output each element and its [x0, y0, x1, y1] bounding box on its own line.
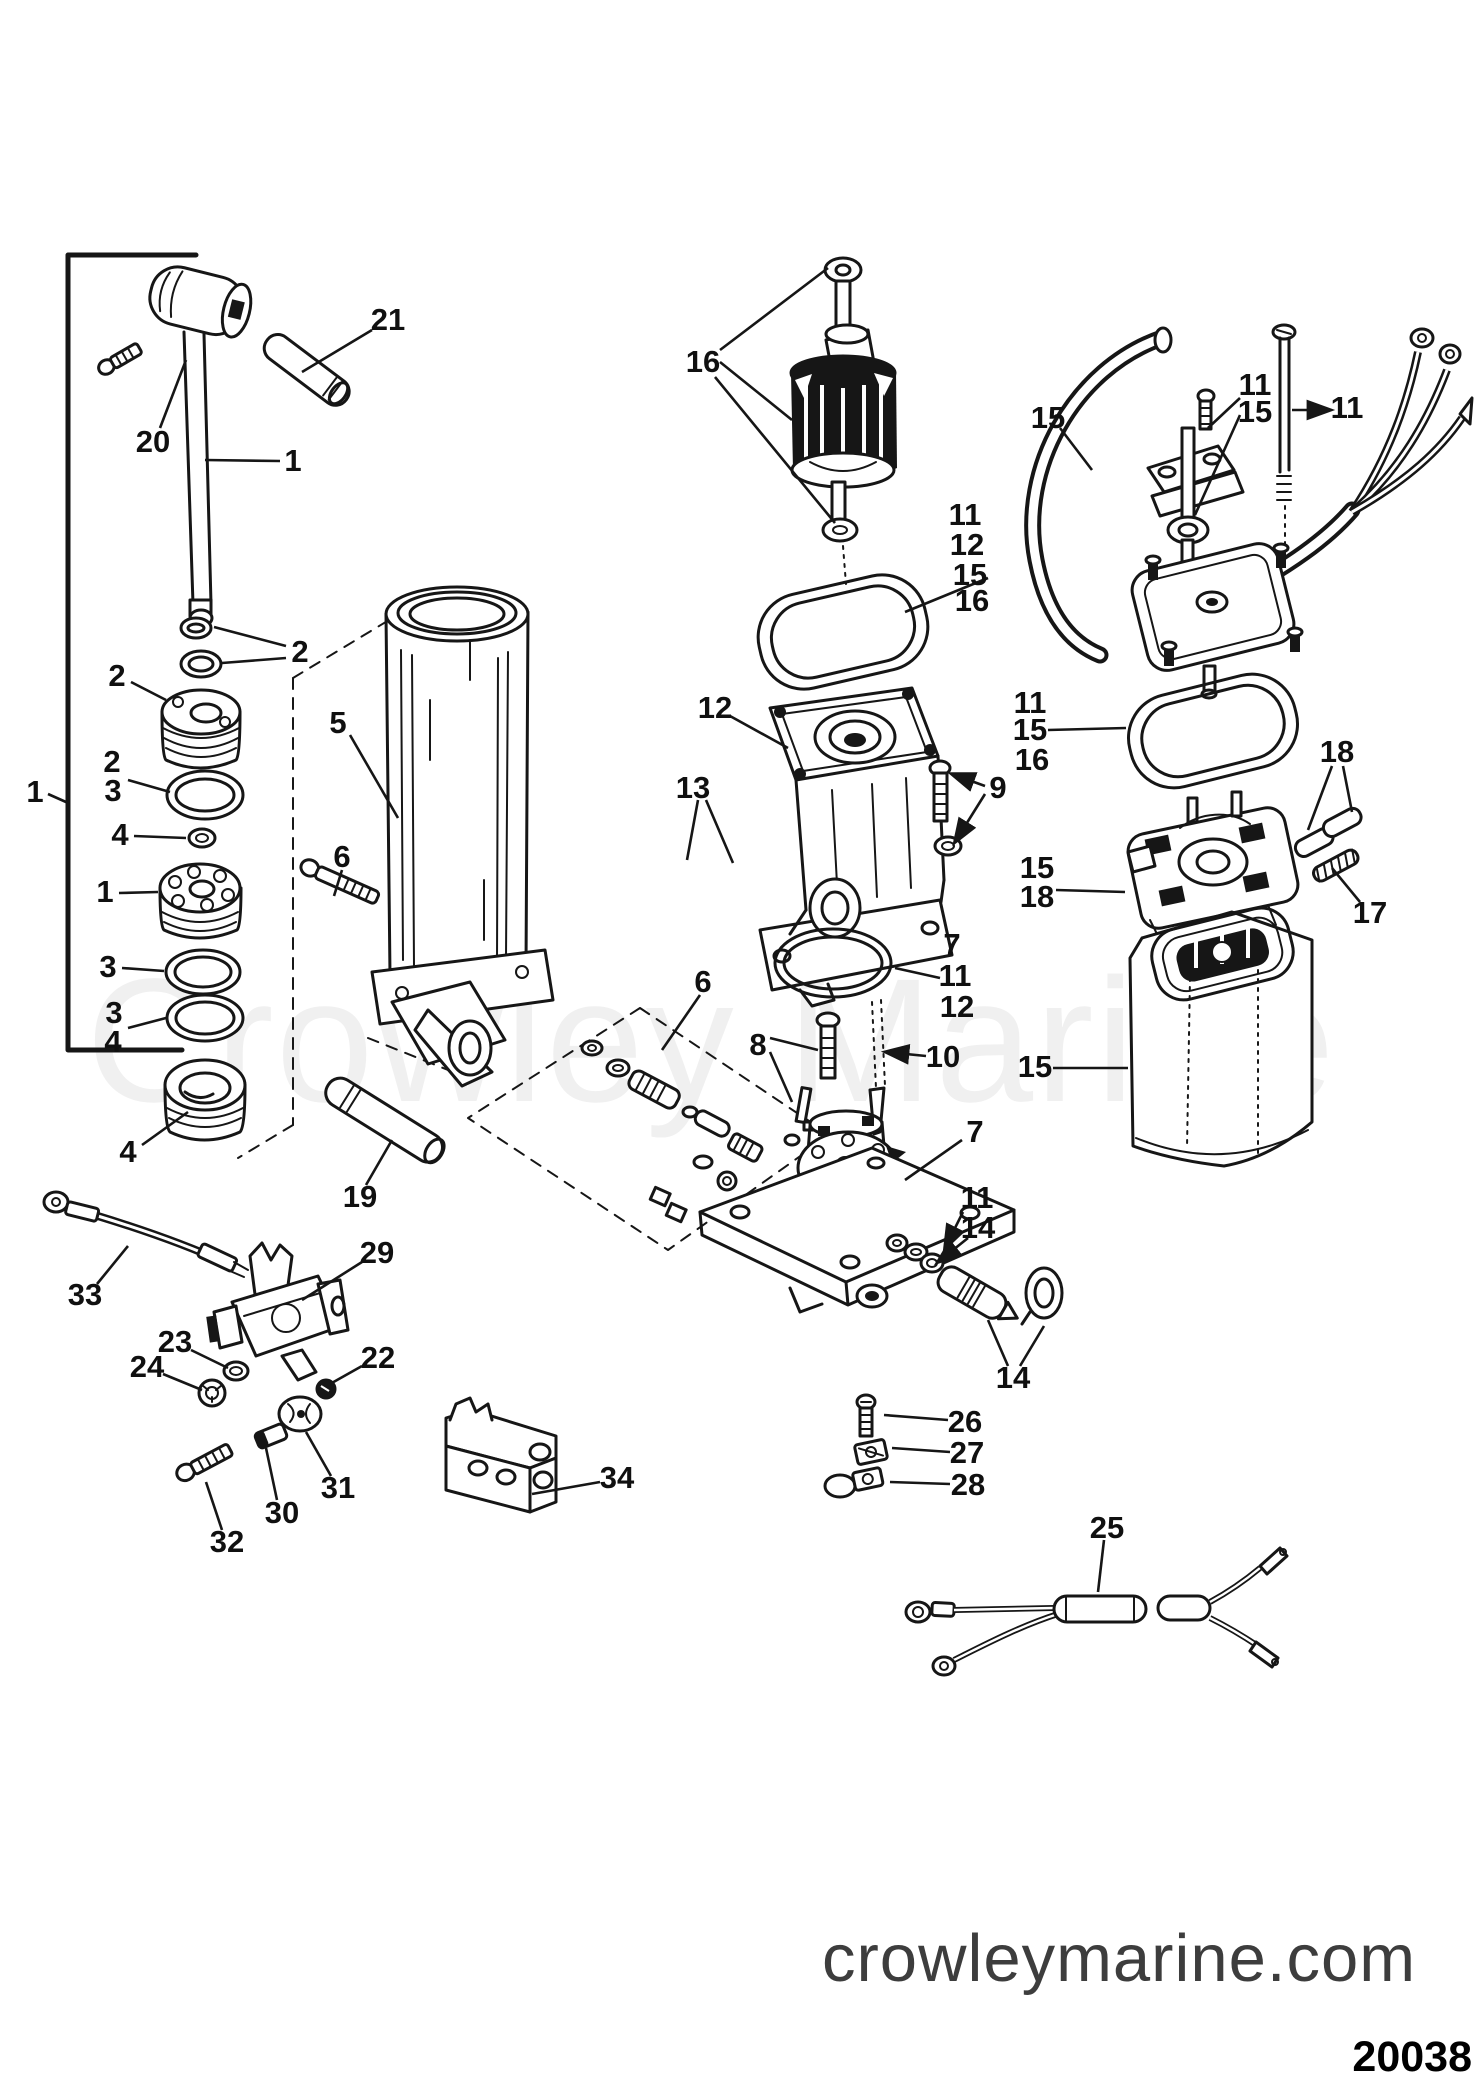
brush-spring-17 — [1312, 848, 1360, 883]
cap-31 — [277, 1395, 323, 1433]
part-label-18-44: 18 — [1019, 879, 1055, 914]
brushes-18 — [1293, 806, 1363, 859]
part-label-32-54: 32 — [209, 1524, 245, 1559]
oring-square-pump — [756, 573, 930, 691]
motor-can-15 — [1128, 906, 1314, 1168]
part-label-12-28: 12 — [939, 989, 975, 1024]
part-label-15-36: 15 — [1237, 394, 1273, 429]
piston-rod — [148, 265, 253, 628]
part-label-33-47: 33 — [67, 1277, 103, 1312]
part-label-12-19: 12 — [949, 527, 985, 562]
part-label-11-37: 11 — [1330, 390, 1364, 425]
part-label-7-31: 7 — [966, 1114, 984, 1149]
doc-number: 20038 — [1352, 2033, 1472, 2075]
part-label-15-20: 15 — [952, 557, 988, 592]
part-label-2-5: 2 — [103, 744, 121, 779]
part-label-16-40: 16 — [1014, 742, 1050, 777]
part-label-11-35: 11 — [1238, 367, 1272, 402]
part-label-15-34: 15 — [1030, 400, 1066, 435]
ground-wire-33 — [42, 1190, 249, 1278]
part-label-13-23: 13 — [675, 770, 711, 805]
part-label-1-8: 1 — [26, 774, 44, 809]
part-label-24-50: 24 — [129, 1349, 165, 1384]
part-label-4-7: 4 — [111, 817, 129, 852]
part-label-6-25: 6 — [694, 964, 712, 999]
leader-lines — [47, 266, 1362, 1593]
part-label-23-49: 23 — [157, 1324, 193, 1359]
part-label-15-43: 15 — [1019, 850, 1055, 885]
part-label-6-15: 6 — [333, 839, 351, 874]
valve-kit-6 — [467, 1007, 831, 1251]
part-label-14-33: 14 — [960, 1210, 996, 1245]
part-label-2-4: 2 — [108, 658, 126, 693]
check-valve-14 — [885, 1233, 1064, 1326]
part-label-29-48: 29 — [359, 1235, 395, 1270]
part-label-16-21: 16 — [954, 583, 990, 618]
washer-23 — [222, 1360, 250, 1382]
part-label-10-30: 10 — [925, 1039, 961, 1074]
part-label-16-17: 16 — [685, 344, 721, 379]
motor-head-15 — [1024, 323, 1474, 700]
cover-studs — [1144, 542, 1304, 666]
pivot-pin-19 — [324, 1076, 446, 1165]
part-label-1-9: 1 — [96, 874, 114, 909]
clamp-28 — [823, 1466, 885, 1499]
part-label-5-14: 5 — [329, 705, 347, 740]
part-label-8-29: 8 — [749, 1027, 767, 1062]
seal-stack — [158, 616, 247, 1142]
part-label-15-39: 15 — [1012, 712, 1048, 747]
part-label-25-59: 25 — [1089, 1510, 1125, 1545]
rod-bolt-20 — [97, 342, 143, 376]
screw-26 — [855, 1393, 877, 1438]
part-label-18-41: 18 — [1319, 734, 1355, 769]
part-label-21-1: 21 — [370, 302, 406, 337]
plug-30 — [253, 1422, 289, 1450]
part-label-31-52: 31 — [320, 1470, 356, 1505]
part-label-27-57: 27 — [949, 1435, 985, 1470]
cylinder-5 — [370, 585, 555, 1088]
part-label-11-38: 11 — [1013, 685, 1047, 720]
clip-27 — [853, 1438, 889, 1466]
part-label-11-18: 11 — [948, 497, 982, 532]
oring-manifold — [773, 927, 893, 999]
part-label-26-56: 26 — [947, 1404, 983, 1439]
part-label-14-46: 14 — [995, 1360, 1031, 1395]
wire-harness-25 — [904, 1546, 1289, 1677]
part-label-11-32: 11 — [960, 1180, 994, 1215]
bracket-item1 — [65, 252, 199, 1053]
part-label-30-53: 30 — [264, 1495, 300, 1530]
part-label-9-24: 9 — [989, 770, 1007, 805]
part-label-15-45: 15 — [1017, 1049, 1053, 1084]
part-label-12-22: 12 — [697, 690, 733, 725]
part-label-22-51: 22 — [360, 1340, 396, 1375]
part-label-3-10: 3 — [99, 949, 117, 984]
mount-bolt-6 — [299, 858, 381, 905]
pump-screw-9 — [928, 759, 963, 857]
part-label-20-0: 20 — [135, 424, 171, 459]
screw-32 — [175, 1443, 234, 1483]
part-label-11-27: 11 — [938, 958, 972, 993]
pump-body-12 — [758, 686, 954, 1008]
brush-plate — [1126, 790, 1300, 941]
part-label-34-55: 34 — [599, 1460, 635, 1495]
bracket-34 — [444, 1396, 558, 1514]
footer-site-text: crowleymarine.com — [822, 1921, 1417, 1996]
part-label-7-26: 7 — [943, 927, 961, 962]
watermark-text: Crowley Marine — [86, 943, 1337, 1139]
release-valve-29 — [206, 1241, 350, 1382]
gasket-right — [1126, 672, 1300, 790]
manifold-7 — [698, 1109, 1016, 1314]
part-label-19-16: 19 — [342, 1179, 378, 1214]
part-label-17-42: 17 — [1352, 895, 1388, 930]
nut-24 — [197, 1378, 227, 1408]
part-label-3-6: 3 — [104, 773, 122, 808]
armature-16 — [789, 256, 897, 585]
part-label-4-12: 4 — [104, 1024, 122, 1059]
part-label-4-13: 4 — [119, 1134, 137, 1169]
part-label-2-3: 2 — [291, 634, 309, 669]
part-label-3-11: 3 — [105, 995, 123, 1030]
part-label-1-2: 1 — [284, 443, 302, 478]
part-label-28-58: 28 — [950, 1467, 986, 1502]
